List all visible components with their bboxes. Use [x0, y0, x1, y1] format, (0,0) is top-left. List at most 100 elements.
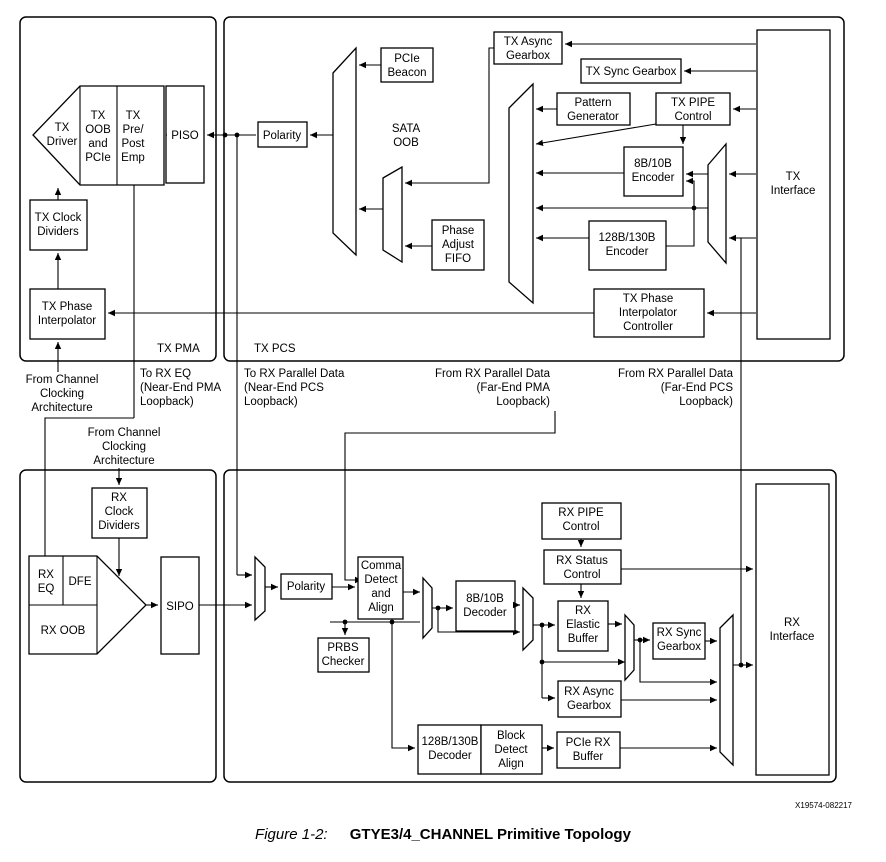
comma-detect-align: Comma Detect and Align [361, 560, 402, 614]
svg-text:Clocking: Clocking [40, 388, 84, 400]
svg-text:Encoder: Encoder [606, 246, 649, 258]
tx-driver-block [32, 85, 165, 186]
encoder-8b10b-block [623, 146, 684, 197]
svg-text:RX PIPE: RX PIPE [558, 507, 604, 519]
svg-text:From RX Parallel Data: From RX Parallel Data [618, 368, 734, 380]
rx-pipe-control-block [541, 502, 622, 540]
svg-text:PCIe: PCIe [394, 53, 420, 65]
tx-interface-mux [707, 142, 727, 265]
rx-polarity-label: Polarity [287, 581, 326, 593]
svg-text:TX: TX [786, 171, 801, 183]
decoder-128b130b: 128B/130B Decoder [422, 736, 479, 762]
svg-text:Decoder: Decoder [463, 607, 507, 619]
svg-text:(Far-End PCS: (Far-End PCS [661, 382, 734, 394]
svg-text:8B/10B: 8B/10B [466, 593, 504, 605]
pcie-rx-buffer-block [556, 731, 621, 769]
svg-text:SATA: SATA [392, 123, 421, 135]
note-to-rx-eq: To RX EQ (Near-End PMA Loopback) [140, 368, 221, 408]
svg-text:From Channel: From Channel [26, 374, 99, 386]
rx-pcs-panel [223, 469, 837, 783]
svg-text:From Channel: From Channel [88, 427, 161, 439]
svg-text:EQ: EQ [38, 583, 55, 595]
note-from-channel-clocking-rx: From Channel Clocking Architecture [88, 427, 161, 467]
svg-text:Clock: Clock [105, 506, 134, 518]
svg-text:PRBS: PRBS [327, 642, 359, 654]
rx-interface: RX Interface [770, 617, 815, 643]
svg-text:Loopback): Loopback) [244, 396, 298, 408]
note-to-rx-parallel-data: To RX Parallel Data (Near-End PCS Loopba… [244, 368, 345, 408]
prbs-checker-block [317, 637, 370, 673]
svg-text:Block: Block [497, 730, 525, 742]
tx-driver: TX Driver [47, 122, 78, 148]
topology-diagram: TX PMA TX PCS TX Driver TX OOB and PCIe … [19, 16, 853, 810]
tx-clock-dividers-block [29, 199, 88, 251]
phase-adjust-fifo-block [431, 219, 485, 271]
svg-text:OOB: OOB [85, 124, 111, 136]
rx-async-gearbox: RX Async Gearbox [564, 686, 614, 712]
piso-label: PISO [171, 130, 199, 142]
tx-sync-gearbox: TX Sync Gearbox [586, 66, 677, 78]
rx-status-control-block [543, 549, 622, 585]
svg-text:(Near-End PCS: (Near-End PCS [244, 382, 324, 394]
tx-pipe-control: TX PIPE Control [671, 97, 715, 123]
svg-text:Control: Control [562, 521, 599, 533]
svg-text:Checker: Checker [322, 656, 365, 668]
tx-phase-interpolator-block [29, 288, 106, 340]
svg-text:TX Phase: TX Phase [42, 301, 93, 313]
svg-text:8B/10B: 8B/10B [634, 158, 672, 170]
svg-text:RX Status: RX Status [556, 555, 608, 567]
rx-pma-panel [19, 469, 217, 783]
block-detect-align: Block Detect Align [494, 730, 528, 770]
tx-oob-pcie: TX OOB and PCIe [85, 110, 111, 164]
tx-sync-gearbox-block [580, 58, 682, 84]
pcie-beacon-block [380, 47, 434, 83]
sata-oob: SATA OOB [392, 123, 421, 149]
svg-text:Detect: Detect [494, 744, 528, 756]
rx-buffer-mux [624, 613, 635, 682]
svg-text:Interpolator: Interpolator [619, 307, 677, 319]
svg-text:Loopback): Loopback) [496, 396, 550, 408]
svg-text:Beacon: Beacon [387, 67, 426, 79]
prbs-checker: PRBS Checker [322, 642, 365, 668]
svg-text:Architecture: Architecture [31, 402, 92, 414]
comma-detect-align-block [357, 556, 404, 620]
rx-status-control: RX Status Control [556, 555, 608, 581]
tx-pma-label: TX PMA [157, 343, 200, 355]
svg-text:RX Async: RX Async [564, 686, 614, 698]
pcie-rx-buffer: PCIe RX Buffer [566, 737, 611, 763]
svg-text:Loopback): Loopback) [140, 396, 194, 408]
svg-text:RX: RX [575, 605, 591, 617]
rx-pipe-control: RX PIPE Control [558, 507, 604, 533]
svg-text:and: and [88, 138, 107, 150]
rx-polarity-block [280, 573, 333, 600]
svg-text:Loopback): Loopback) [679, 396, 733, 408]
svg-text:128B/130B: 128B/130B [599, 232, 656, 244]
decoder-8b10b: 8B/10B Decoder [463, 593, 507, 619]
svg-text:TX: TX [126, 110, 141, 122]
note-far-end-pma: From RX Parallel Data (Far-End PMA Loopb… [435, 368, 551, 408]
svg-text:Pattern: Pattern [574, 97, 611, 109]
tx-pma-panel [19, 16, 217, 362]
tx-output-mux [332, 46, 357, 257]
svg-text:Encoder: Encoder [632, 172, 675, 184]
svg-text:RX Sync: RX Sync [657, 627, 702, 639]
tx-phase-interpolator: TX Phase Interpolator [38, 301, 96, 327]
svg-text:Align: Align [498, 758, 524, 770]
tx-clock-dividers: TX Clock Dividers [35, 212, 82, 238]
tx-interface-block [756, 29, 831, 340]
encoder-128b130b: 128B/130B Encoder [599, 232, 656, 258]
tx-async-gearbox: TX Async Gearbox [504, 36, 553, 62]
pattern-generator-block [556, 92, 631, 126]
encoder-128b130b-block [588, 220, 667, 271]
rx-sync-gearbox: RX Sync Gearbox [657, 627, 702, 653]
figure-number: Figure 1-2: [255, 826, 328, 843]
svg-text:TX Clock: TX Clock [35, 212, 82, 224]
piso-block [165, 85, 205, 184]
block-detect-align-block [480, 724, 543, 775]
rx-async-gearbox-block [557, 680, 622, 718]
tx-interface: TX Interface [771, 171, 816, 197]
note-from-channel-clocking-tx: From Channel Clocking Architecture [26, 374, 99, 414]
decoder-8b10b-block [455, 580, 516, 632]
svg-text:From RX Parallel Data: From RX Parallel Data [435, 368, 551, 380]
pattern-generator: Pattern Generator [567, 97, 619, 123]
